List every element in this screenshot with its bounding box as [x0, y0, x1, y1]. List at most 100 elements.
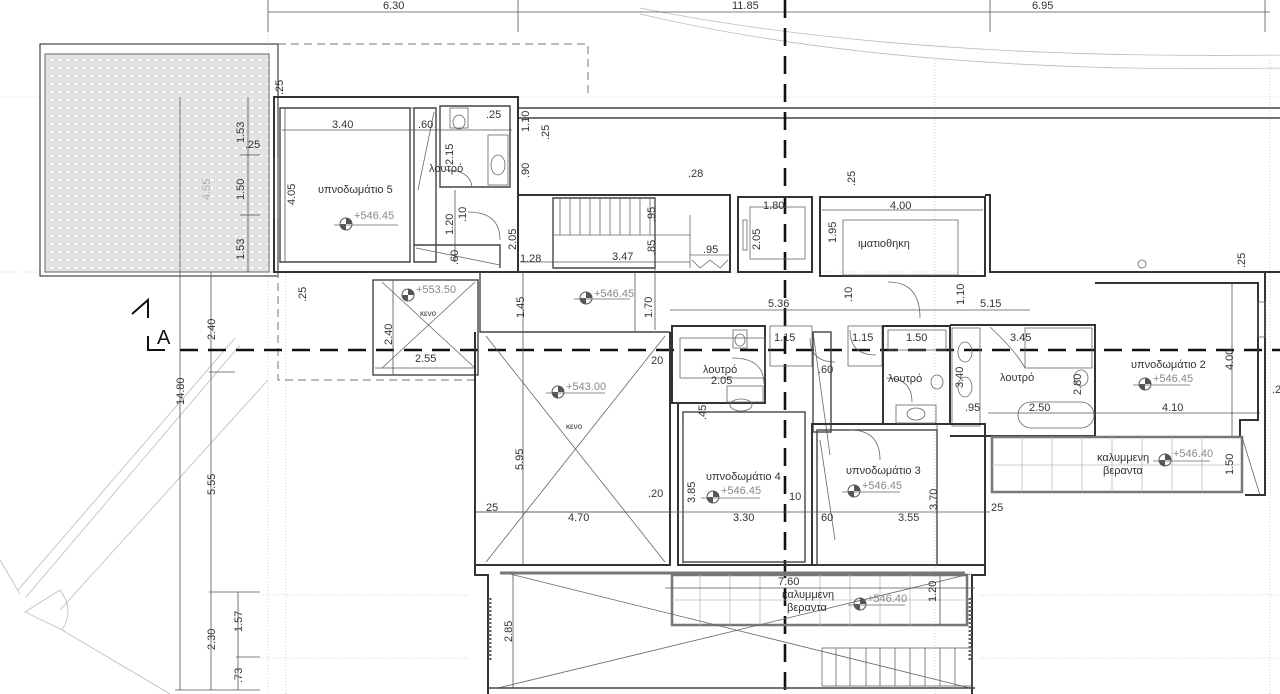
level-marker-corridor	[574, 291, 630, 305]
dim-25g: 25	[991, 502, 1003, 514]
dim-left-150: 1.50	[235, 179, 247, 200]
section-label: A	[157, 327, 171, 349]
level-large-void: +543.00	[566, 381, 606, 393]
dim-10a: .10	[457, 207, 469, 222]
left-dimension-chain: 2.40 14.80 5.55 2.30 1.57 .73 1.53 1.50 …	[175, 97, 260, 691]
dim-170: 1.70	[643, 297, 655, 318]
dim-85: .85	[646, 240, 658, 255]
dim-20a: 20	[651, 355, 663, 367]
dim-top-3: 6.95	[1032, 0, 1053, 12]
dim-410: 4.10	[1162, 402, 1183, 414]
large-void	[474, 332, 672, 566]
dim-60d: 60	[821, 512, 833, 524]
dim-205c: 2.05	[711, 375, 732, 387]
wardrobe	[819, 196, 986, 319]
dim-347: 3.47	[612, 251, 633, 263]
veranda-south	[474, 565, 986, 694]
dim-240: 2.40	[383, 324, 395, 345]
dim-215: 2.15	[444, 144, 456, 165]
bedrooms-4-3	[475, 403, 990, 566]
dim-left-230: 2.30	[206, 629, 218, 650]
dim-left-153a: 1.53	[235, 122, 247, 143]
dim-top-1: 6.30	[383, 0, 404, 12]
dim-25e: .25	[846, 171, 858, 186]
dim-10b: .10	[843, 287, 855, 302]
dim-345: 3.45	[1010, 332, 1031, 344]
bedroom-5	[273, 96, 519, 273]
room-label-bedroom4: υπνοδωμάτιο 4	[706, 471, 781, 483]
dim-195: 1.95	[827, 222, 839, 243]
room-label-bedroom3: υπνοδωμάτιο 3	[846, 465, 921, 477]
corridor-wall	[479, 272, 670, 333]
bathroom-4	[671, 325, 766, 412]
dim-left-455: 4.55	[201, 179, 213, 200]
dim-28: .28	[688, 168, 703, 180]
gravel-area	[39, 43, 279, 277]
dim-110b: 1.10	[955, 284, 967, 305]
bathroom-2	[950, 324, 1260, 437]
dim-400: 4.00	[890, 200, 911, 212]
dim-10c: 10	[789, 491, 801, 503]
section-marker-a: A	[131, 297, 171, 351]
level-bedroom5: +546.45	[354, 210, 394, 222]
dim-340: 3.40	[332, 119, 353, 131]
veranda-east	[990, 435, 1261, 496]
level-corridor: +546.45	[594, 288, 634, 300]
hall-doors	[769, 325, 883, 456]
roof-outline	[278, 43, 589, 96]
dim-760: 7.60	[778, 576, 799, 588]
dim-25a: .25	[486, 109, 501, 121]
dim-90: .90	[520, 163, 532, 178]
dim-25f: 25	[486, 502, 498, 514]
dim-115b: 1.15	[852, 332, 873, 344]
small-void	[372, 279, 479, 376]
dim-115a: 1.15	[774, 332, 795, 344]
dim-20b: .20	[648, 488, 663, 500]
dim-515: 5.15	[980, 298, 1001, 310]
roof-outline-lower	[277, 270, 475, 381]
dim-left-157: 1.57	[233, 611, 245, 632]
dim-120: 1.20	[444, 214, 456, 235]
room-label-bedroom2: υπνοδωμάτιο 2	[1131, 359, 1206, 371]
dim-180: 1.80	[763, 200, 784, 212]
dim-left-153b: 1.53	[235, 239, 247, 260]
dim-205b: 2.05	[751, 229, 763, 250]
dim-128: 1.28	[520, 253, 541, 265]
level-veranda-south: +546.40	[867, 593, 907, 605]
column-marker	[1137, 259, 1147, 269]
room-label-bedroom5: υπνοδωμάτιο 5	[318, 184, 393, 196]
room-label-bath4: λουτρό	[703, 364, 737, 376]
level-small-void: +553.50	[416, 284, 456, 296]
dim-370: 3.70	[928, 489, 940, 510]
level-bedroom4: +546.45	[721, 485, 761, 497]
dim-2-east: .2	[1272, 384, 1280, 396]
dim-25-east: .25	[1236, 253, 1248, 268]
label-veranda-east-2: βεραντα	[1103, 465, 1144, 477]
dim-25b: .25	[540, 125, 552, 140]
dim-470: 4.70	[568, 512, 589, 524]
dim-330: 3.30	[733, 512, 754, 524]
level-bedroom2: +546.45	[1153, 373, 1193, 385]
dim-95b: .95	[703, 244, 718, 256]
dim-250: 2.50	[1029, 402, 1050, 414]
dim-150a: 1.50	[906, 332, 927, 344]
dim-150b: 1.50	[1224, 454, 1236, 475]
stair-corridor	[517, 194, 731, 330]
label-small-void: κενο	[420, 309, 437, 318]
dim-595: 5.95	[514, 449, 526, 470]
dim-left-73: .73	[233, 668, 245, 683]
dim-left-240: 2.40	[206, 319, 218, 340]
level-marker-bedroom5	[334, 217, 398, 231]
dim-120b: 1.20	[927, 581, 939, 602]
dim-340b: 3.40	[954, 367, 966, 388]
level-veranda-east: +546.40	[1173, 448, 1213, 460]
room-label-bath2: λουτρό	[1000, 372, 1034, 384]
dim-205a: 2.05	[507, 229, 519, 250]
dim-255: 2.55	[415, 353, 436, 365]
room-label-bath3: λουτρό	[888, 373, 922, 385]
label-large-void: κενο	[566, 422, 583, 431]
dim-95a: .95	[646, 207, 658, 222]
dim-60b: .60	[449, 250, 461, 265]
dim-145: 1.45	[515, 297, 527, 318]
